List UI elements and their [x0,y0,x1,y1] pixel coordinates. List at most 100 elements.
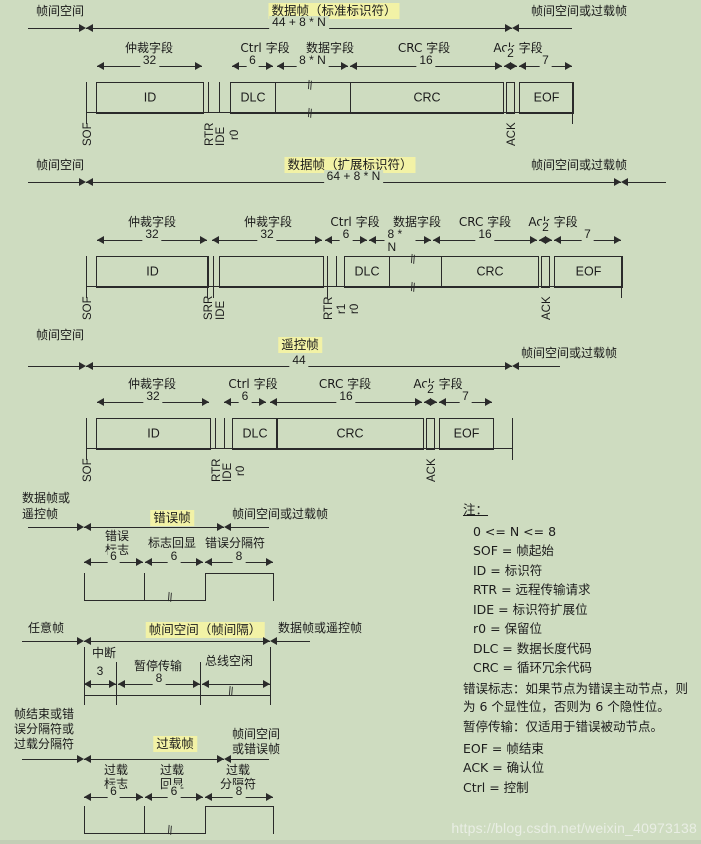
waveform-baseline [86,112,572,113]
dim-flag-echo: 6 [145,550,203,567]
dim-bus-idle [202,680,270,689]
left-context-label: 帧间空间 [36,328,85,342]
field-box-ack-slot [506,82,515,114]
bit-label-ack: ACK [541,296,553,320]
bit-label-rtr: RTR [323,296,335,320]
field-label-ack: Ack 字段 [528,215,578,229]
ide-edge [219,82,220,112]
dim-value: 8 [152,672,166,685]
field-label-ctrl: Ctrl 字段 [330,215,380,229]
left-context-label-line2: 误分隔符或 [14,722,75,736]
dim-error-delimiter: 8 [205,550,273,567]
note-item-8: 错误标志：如果节点为错误主动节点，则为 6 个显性位，否则为 6 个隐性位。 [463,680,689,714]
right-context-label: 帧间空间或过载帧 [531,158,628,172]
field-box-label: CRC [413,90,441,105]
field-box-dlc: DLC [232,418,278,450]
field-label-overload-delimiter-line1: 过载 [225,763,251,777]
field-box-eof: EOF [439,418,494,450]
dim-value: 2 [539,221,552,234]
field-label-overload-echo-line1: 过载 [159,763,185,777]
dim-value: 6 [238,390,252,403]
dim-data: 8 * N [369,228,431,254]
field-label-ctrl: Ctrl 字段 [228,377,278,391]
field-box-label: ID [143,90,157,105]
field-box-eof: EOF [519,82,574,114]
bottom-edge-bar [0,840,701,844]
note-item-3: RTR = 远程传输请求 [473,582,591,597]
diagram-title: 过载帧 [153,736,197,752]
rtr-edge [215,418,216,448]
dim-value: 6 [167,785,181,798]
bit-label-sof: SOF [82,458,94,482]
bit-label-srr: SRR [203,295,215,320]
note-item-12: Ctrl = 控制 [463,779,529,795]
right-context-label: 帧间空间或过载帧 [232,507,329,521]
dim-ack: 2 [504,47,517,71]
interframe-start-edge [84,647,85,705]
notes-heading: 注： [463,502,489,517]
frame-end-edge [621,256,622,298]
left-context-label: 帧间空间 [36,158,85,172]
right-pointer-arrow [224,755,269,764]
left-context-label: 任意帧 [28,621,65,635]
dim-value: 8 * N [384,228,416,254]
dim-ack: 2 [539,221,552,245]
diagram-title: 数据帧（扩展标识符） [284,157,416,173]
field-box-label: DLC [242,426,268,441]
dim-value: 3 [93,665,107,678]
total-length-value: 44 + 8 * N [269,16,329,29]
field-box-label: CRC [336,426,364,441]
field-box-id: ID [96,418,211,450]
field-label-data: 数据字段 [305,41,355,55]
field-box-label: DLC [240,90,266,105]
field-box-label: CRC [476,264,504,279]
left-pointer-arrow [28,24,86,33]
field-box-label: EOF [453,426,480,441]
field-label-crc: CRC 字段 [318,377,372,391]
field-box-arbitration-2 [219,256,324,288]
error-frame-end-edge [273,573,274,601]
bit-label-r0: r0 [349,303,361,314]
dim-overload-echo: 6 [145,785,203,802]
overload-delimiter-edge [205,806,206,834]
dim-value: 7 [581,228,594,241]
dim-eof: 7 [519,54,572,71]
field-box-crc: CRC [441,256,539,288]
note-item-10: EOF = 帧结束 [463,740,544,756]
dim-crc: 16 [270,390,422,407]
left-pointer-arrow [22,637,84,646]
sof-edge [86,82,87,124]
waveform-baseline [86,286,621,287]
right-pointer-arrow [224,523,269,532]
watermark: https://blog.csdn.net/weixin_40973138 [451,820,697,836]
dim-value: 32 [142,228,162,241]
right-pointer-arrow [512,362,560,371]
dim-value: 2 [424,383,437,396]
sof-edge [86,418,87,460]
flag-echo-edge [144,573,145,601]
dim-crc: 16 [433,228,537,245]
note-item-11: ACK = 确认位 [463,760,545,775]
dim-overload-flag: 6 [84,785,143,802]
srr-edge [207,256,208,298]
right-context-label: 帧间空间或过载帧 [531,4,628,18]
dim-value: 7 [539,54,552,67]
frame-end-edge [572,82,573,124]
dim-value: 6 [246,54,259,67]
field-label-overload-flag-line1: 过载 [103,763,129,777]
field-label-arbitration-1: 仲裁字段 [127,215,177,229]
diagram-title: 错误帧 [150,510,194,526]
dim-value: 32 [257,228,277,241]
left-pointer-arrow [28,362,86,371]
field-box-id: ID [96,256,209,288]
interframe-end-edge [270,647,271,705]
field-label-error-delimiter: 错误分隔符 [204,536,266,550]
left-pointer-arrow [22,755,84,764]
left-pointer-arrow [28,523,84,532]
note-item-7: CRC = 循环冗余代码 [473,660,592,675]
field-label-data: 数据字段 [392,215,442,229]
field-label-intermission: 中断 [91,646,117,660]
error-frame-start-edge [84,573,85,601]
bit-label-sof: SOF [82,122,94,146]
